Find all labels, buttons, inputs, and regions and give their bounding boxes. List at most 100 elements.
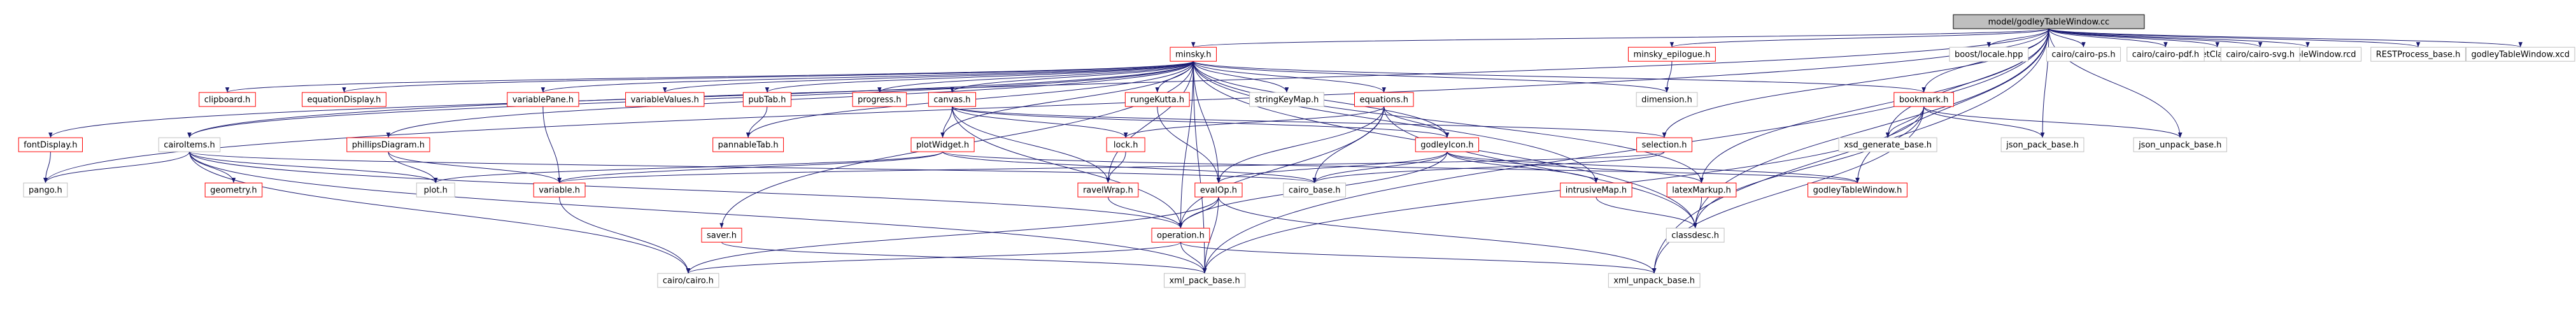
node-clipboard-h[interactable]: clipboard.h bbox=[199, 92, 256, 107]
node-label: godleyIcon.h bbox=[1420, 141, 1473, 150]
node-progress-h[interactable]: progress.h bbox=[852, 92, 907, 107]
node-equations-h[interactable]: equations.h bbox=[1354, 92, 1414, 107]
node-operation-h[interactable]: operation.h bbox=[1151, 227, 1210, 243]
node-label: operation.h bbox=[1157, 231, 1205, 241]
node-variable-h[interactable]: variable.h bbox=[533, 182, 586, 198]
edge-plotWidget-h-to-variable-h bbox=[557, 151, 944, 183]
edge-godleyIcon-h-to-godleyTableWindow-h bbox=[1447, 151, 1860, 183]
node-plot-h: plot.h bbox=[416, 182, 455, 198]
node-phillipsDiagram-h[interactable]: phillipsDiagram.h bbox=[346, 137, 430, 152]
node-box bbox=[1194, 182, 1243, 198]
node-cairo-base-h: cairo_base.h bbox=[1283, 182, 1346, 198]
node-pango-h: pango.h bbox=[23, 182, 68, 198]
edge-minsky-h-to-plotWidget-h bbox=[940, 61, 1194, 138]
edge-minsky-h-to-progress-h bbox=[877, 61, 1194, 93]
node-box bbox=[1628, 47, 1716, 62]
node-bookmark-h[interactable]: bookmark.h bbox=[1893, 92, 1954, 107]
node-box bbox=[1354, 92, 1414, 107]
edge-godleyIcon-h-to-intrusiveMap-h bbox=[1447, 151, 1599, 183]
edge-latexMarkup-h-to-classdesc-h bbox=[1693, 197, 1702, 229]
node-label: pubTab.h bbox=[748, 96, 786, 105]
edge-root-to-selection-h bbox=[1662, 29, 2049, 138]
edge-evalOp-h-to-cairo-cairo-h bbox=[686, 197, 1219, 274]
node-minsky-h[interactable]: minsky.h bbox=[1170, 47, 1217, 62]
node-variableValues-h[interactable]: variableValues.h bbox=[625, 92, 705, 107]
node-plotWidget-h[interactable]: plotWidget.h bbox=[910, 137, 975, 152]
edge-root-to-minsky-h bbox=[1191, 28, 2049, 48]
node-minsky-eplogue-h[interactable]: minsky_epilogue.h bbox=[1628, 47, 1716, 62]
node-cairo-svg-h: cairo/cairo-svg.h bbox=[2220, 47, 2300, 62]
edge-intrusiveMap-h-to-classdesc-h bbox=[1596, 197, 1697, 229]
edge-plotWidget-h-to-plot-h bbox=[434, 151, 944, 183]
edge-minsky-h-to-stringKeyMap-h bbox=[1192, 61, 1289, 93]
edge-evalOp-h-to-operation-h bbox=[1178, 197, 1219, 229]
edge-root-to-RESTProcess-base-h bbox=[2048, 28, 2420, 48]
node-label: plotWidget.h bbox=[916, 141, 969, 150]
edge-minsky-h-to-variableValues-h bbox=[663, 61, 1194, 93]
node-label: cairo/cairo-svg.h bbox=[2226, 50, 2295, 60]
edge-equations-h-to-evalOp-h bbox=[1216, 106, 1385, 183]
node-dimension-h: dimension.h bbox=[1636, 92, 1698, 107]
edge-equations-h-to-cairo-base-h bbox=[1312, 106, 1385, 183]
node-box bbox=[1283, 182, 1346, 198]
node-stringKeyMap-h: stringKeyMap.h bbox=[1249, 92, 1324, 107]
node-variablePane-h[interactable]: variablePane.h bbox=[507, 92, 579, 107]
node-label: rungeKutta.h bbox=[1130, 96, 1184, 105]
node-rungeKutta-h[interactable]: rungeKutta.h bbox=[1124, 92, 1190, 107]
node-selection-h[interactable]: selection.h bbox=[1636, 137, 1692, 152]
edge-root-to-minsky-eplogue-h bbox=[1670, 28, 2049, 48]
node-cairo-pdf-h: cairo/cairo-pdf.h bbox=[2127, 47, 2205, 62]
edge-minsky-h-to-intrusiveMap-h bbox=[1192, 61, 1599, 183]
node-godleyTableWindow-h[interactable]: godleyTableWindow.h bbox=[1808, 182, 1907, 198]
node-label: cairo/cairo-ps.h bbox=[2051, 50, 2115, 60]
node-box bbox=[2370, 47, 2466, 62]
node-box bbox=[2133, 137, 2227, 152]
node-box bbox=[18, 137, 83, 152]
edge-saver-h-to-xml-pack-base-h bbox=[721, 241, 1207, 274]
node-label: equationDisplay.h bbox=[308, 96, 381, 105]
node-saver-h[interactable]: saver.h bbox=[701, 227, 742, 243]
node-fontDisplay-h[interactable]: fontDisplay.h bbox=[18, 137, 83, 152]
node-box bbox=[346, 137, 430, 152]
node-godleyIcon-h[interactable]: godleyIcon.h bbox=[1415, 137, 1480, 152]
edge-root-to-cairo-svg-h bbox=[2048, 28, 2263, 48]
node-label: plot.h bbox=[424, 186, 448, 196]
node-box bbox=[2000, 137, 2084, 152]
node-pannableTab-h[interactable]: pannableTab.h bbox=[712, 137, 784, 152]
node-latexMarkup-h[interactable]: latexMarkup.h bbox=[1666, 182, 1737, 198]
edge-cairoItems-h-to-operation-h bbox=[189, 152, 1183, 229]
node-box bbox=[712, 137, 784, 152]
node-cairo-ps-h: cairo/cairo-ps.h bbox=[2046, 47, 2121, 62]
node-label: variable.h bbox=[539, 186, 580, 196]
edge-root-to-cairo-pdf-h bbox=[2048, 28, 2168, 48]
edge-canvas-h-to-godleyIcon-h bbox=[951, 106, 1449, 138]
edge-bookmark-h-to-classdesc-h bbox=[1693, 106, 1925, 229]
node-box bbox=[1249, 92, 1324, 107]
node-box bbox=[1077, 182, 1139, 198]
node-label: json_pack_base.h bbox=[2006, 141, 2079, 150]
node-label: boost/locale.hpp bbox=[1955, 50, 2023, 60]
edge-root-to-latexMarkup-h bbox=[1699, 29, 2049, 183]
node-equationDisplay-h[interactable]: equationDisplay.h bbox=[302, 92, 386, 107]
node-label: dimension.h bbox=[1641, 96, 1692, 105]
node-pubTab-h[interactable]: pubTab.h bbox=[742, 92, 791, 107]
node-ravelWrap-h[interactable]: ravelWrap.h bbox=[1077, 182, 1139, 198]
node-box bbox=[23, 182, 68, 198]
node-label: stringKeyMap.h bbox=[1255, 96, 1319, 105]
node-canvas-h[interactable]: canvas.h bbox=[928, 92, 977, 107]
node-root[interactable]: model/godleyTableWindow.cc bbox=[1953, 14, 2145, 29]
node-RESTProcess-base-h: RESTProcess_base.h bbox=[2370, 47, 2466, 62]
edge-equations-h-to-godleyIcon-h bbox=[1384, 106, 1450, 138]
node-geometry-h[interactable]: geometry.h bbox=[204, 182, 263, 198]
edge-cairoItems-h-to-plot-h bbox=[189, 151, 438, 183]
node-box bbox=[1163, 273, 1246, 288]
node-evalOp-h[interactable]: evalOp.h bbox=[1194, 182, 1243, 198]
node-label: clipboard.h bbox=[204, 96, 251, 105]
node-box bbox=[1953, 14, 2145, 29]
edge-root-to-cairoItems-h bbox=[187, 29, 2049, 138]
node-box bbox=[928, 92, 977, 107]
node-lock-h[interactable]: lock.h bbox=[1106, 137, 1145, 152]
node-intrusiveMap-h[interactable]: intrusiveMap.h bbox=[1560, 182, 1632, 198]
node-label: equations.h bbox=[1359, 96, 1408, 105]
node-box bbox=[158, 137, 221, 152]
